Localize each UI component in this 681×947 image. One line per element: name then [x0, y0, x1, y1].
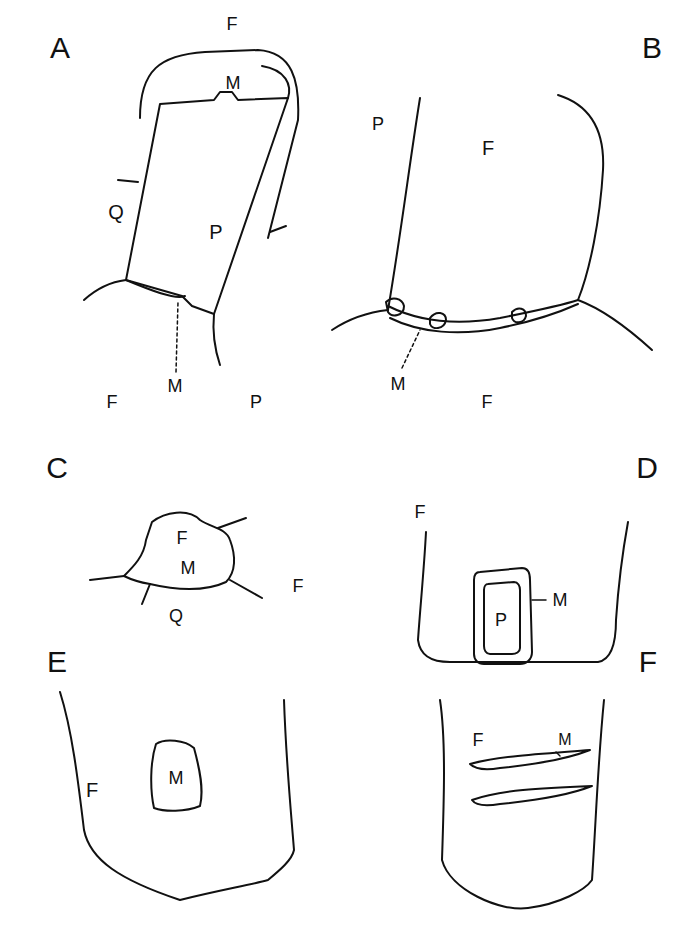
mineral-label: P: [250, 393, 262, 411]
grain-boundary: [90, 576, 124, 580]
rim-inner: [262, 66, 289, 98]
plagioclase-grain: [126, 92, 288, 314]
grain-boundary: [578, 300, 652, 350]
melt-film-band: [390, 304, 578, 332]
mineral-label: P: [495, 611, 507, 629]
melt-lens: [470, 750, 590, 769]
mineral-label: F: [415, 503, 426, 521]
leader-line: [176, 302, 178, 372]
grain-boundary: [142, 584, 150, 604]
mineral-label: Q: [108, 202, 124, 222]
grain-boundary: [126, 280, 185, 297]
host-grain: [440, 700, 604, 908]
grain-boundary: [118, 180, 138, 182]
grain-boundary: [270, 226, 286, 232]
mineral-label: M: [181, 559, 196, 577]
grain-boundary: [213, 314, 220, 365]
mineral-label: F: [293, 577, 304, 595]
mineral-label: F: [473, 731, 484, 749]
mineral-label: P: [209, 222, 222, 242]
mineral-label: M: [226, 74, 241, 92]
host-grain: [60, 692, 294, 900]
melt-blob: [512, 309, 526, 323]
mineral-label: F: [86, 780, 98, 800]
mineral-label: P: [372, 115, 384, 133]
mineral-label: F: [227, 15, 238, 33]
mineral-label: M: [558, 732, 571, 748]
panel-letter: D: [636, 453, 658, 483]
melt-blob: [430, 313, 446, 328]
plagioclase-core: [484, 582, 520, 654]
feldspar-rim: [140, 50, 298, 238]
mineral-label: M: [553, 591, 568, 609]
leader-line: [402, 330, 420, 368]
melt-lens: [472, 786, 592, 805]
mineral-label: F: [482, 393, 493, 411]
melt-rim: [474, 568, 532, 664]
melt-pocket: [124, 513, 234, 589]
mineral-label: F: [177, 529, 188, 547]
mineral-label: M: [169, 769, 184, 787]
leader-line: [556, 752, 560, 756]
leader-line: [532, 599, 546, 601]
grain-boundary: [84, 280, 126, 300]
host-grain: [418, 522, 628, 662]
mineral-label: M: [168, 377, 183, 395]
panel-letter: B: [642, 33, 662, 63]
panel-letter: E: [47, 647, 67, 677]
mineral-label: Q: [169, 607, 183, 625]
panel-letter: F: [639, 647, 657, 677]
melt-inclusion: [151, 741, 201, 811]
grain-boundary: [332, 310, 388, 330]
panel-letter: C: [46, 453, 68, 483]
mineral-label: M: [391, 375, 406, 393]
grain-boundary: [230, 580, 262, 598]
grain-boundary: [388, 98, 420, 310]
panel-letter: A: [50, 33, 70, 63]
melt-blob: [386, 299, 404, 316]
grain-boundary: [558, 95, 603, 300]
mineral-label: F: [482, 138, 494, 158]
mineral-label: F: [107, 393, 118, 411]
melt-film-band: [388, 300, 578, 322]
grain-boundary: [218, 518, 246, 528]
